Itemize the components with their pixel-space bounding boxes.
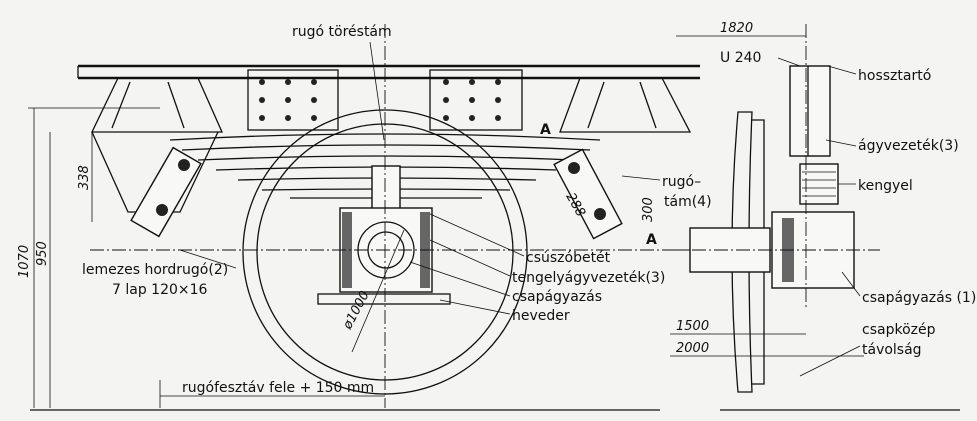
leader-tengelyagy	[429, 239, 511, 277]
label-csapagyazas: csapágyazás	[512, 289, 602, 305]
label-u240: U 240	[720, 50, 761, 66]
label-csapkozep: csapközép	[862, 322, 936, 338]
diameter-leader	[351, 229, 405, 353]
label-tavolsag: távolság	[862, 342, 922, 358]
left-shackle	[130, 146, 202, 238]
label-rugo-torestam: rugó töréstám	[292, 24, 392, 40]
label-section-a-bottom: A	[646, 232, 657, 248]
dim-338: 338	[77, 165, 92, 190]
left-bracket-upper	[90, 77, 224, 133]
label-csuszobetet: csúszóbetét	[526, 250, 611, 266]
dim-1500: 1500	[676, 319, 709, 334]
leader-csapagyazas1	[841, 271, 861, 297]
label-csapagyazas-1: csapágyazás (1)	[862, 290, 976, 306]
leader-heveder	[439, 299, 511, 315]
wheel-profile	[731, 111, 753, 393]
label-agyvezetek: ágyvezeték(3)	[858, 138, 959, 154]
label-lemezes-hordrugo: lemezes hordrugó(2)	[82, 262, 228, 278]
right-bracket-rib2	[639, 81, 657, 129]
left-bracket-rib1	[111, 81, 131, 129]
right-bracket-upper	[559, 77, 692, 133]
gusset-plate-left	[247, 69, 339, 131]
longitudinal-beam-section	[789, 65, 831, 157]
dim-1070: 1070	[17, 245, 32, 278]
leader-csuszobetet	[429, 213, 525, 257]
left-bracket-rib2	[167, 81, 185, 129]
label-rugo: rugó–	[662, 174, 701, 190]
label-7-lap: 7 lap 120×16	[112, 282, 208, 298]
label-rugofesztav: rugófesztáv fele + 150 mm	[182, 380, 374, 396]
dim-950: 950	[35, 241, 50, 266]
leader-rugotam	[621, 175, 661, 181]
leader-agyvezetek	[825, 139, 857, 147]
dim-1000: ø1000	[340, 289, 373, 333]
heveder-strap	[317, 293, 451, 305]
label-section-a-top: A	[540, 122, 551, 138]
leader-torestam	[369, 41, 385, 141]
gusset-plate-right	[429, 69, 523, 131]
dim-2000: 2000	[676, 341, 709, 356]
leader-lemezes	[179, 249, 237, 269]
label-tengelyagyvezetek: tengelyágyvezeték(3)	[512, 270, 665, 286]
label-tam: tám(4)	[664, 194, 712, 210]
dim-1820: 1820	[720, 21, 753, 36]
right-bracket-rib1	[587, 81, 605, 129]
leader-hossztarto	[827, 65, 857, 75]
axle-guide-left	[342, 212, 352, 288]
label-hossztarto: hossztartó	[858, 68, 931, 84]
spring-buckle	[371, 165, 401, 211]
label-heveder: heveder	[512, 308, 570, 324]
leader-u240	[777, 57, 801, 67]
label-kengyel: kengyel	[858, 178, 913, 194]
kengyel-hatch	[802, 171, 836, 197]
rivets-left	[259, 79, 317, 121]
right-shackle	[553, 148, 623, 240]
leader-csapkozep	[799, 345, 861, 377]
rivets-right	[443, 79, 501, 121]
dim-300: 300	[641, 197, 656, 222]
leader-csapagyazas	[409, 261, 511, 297]
